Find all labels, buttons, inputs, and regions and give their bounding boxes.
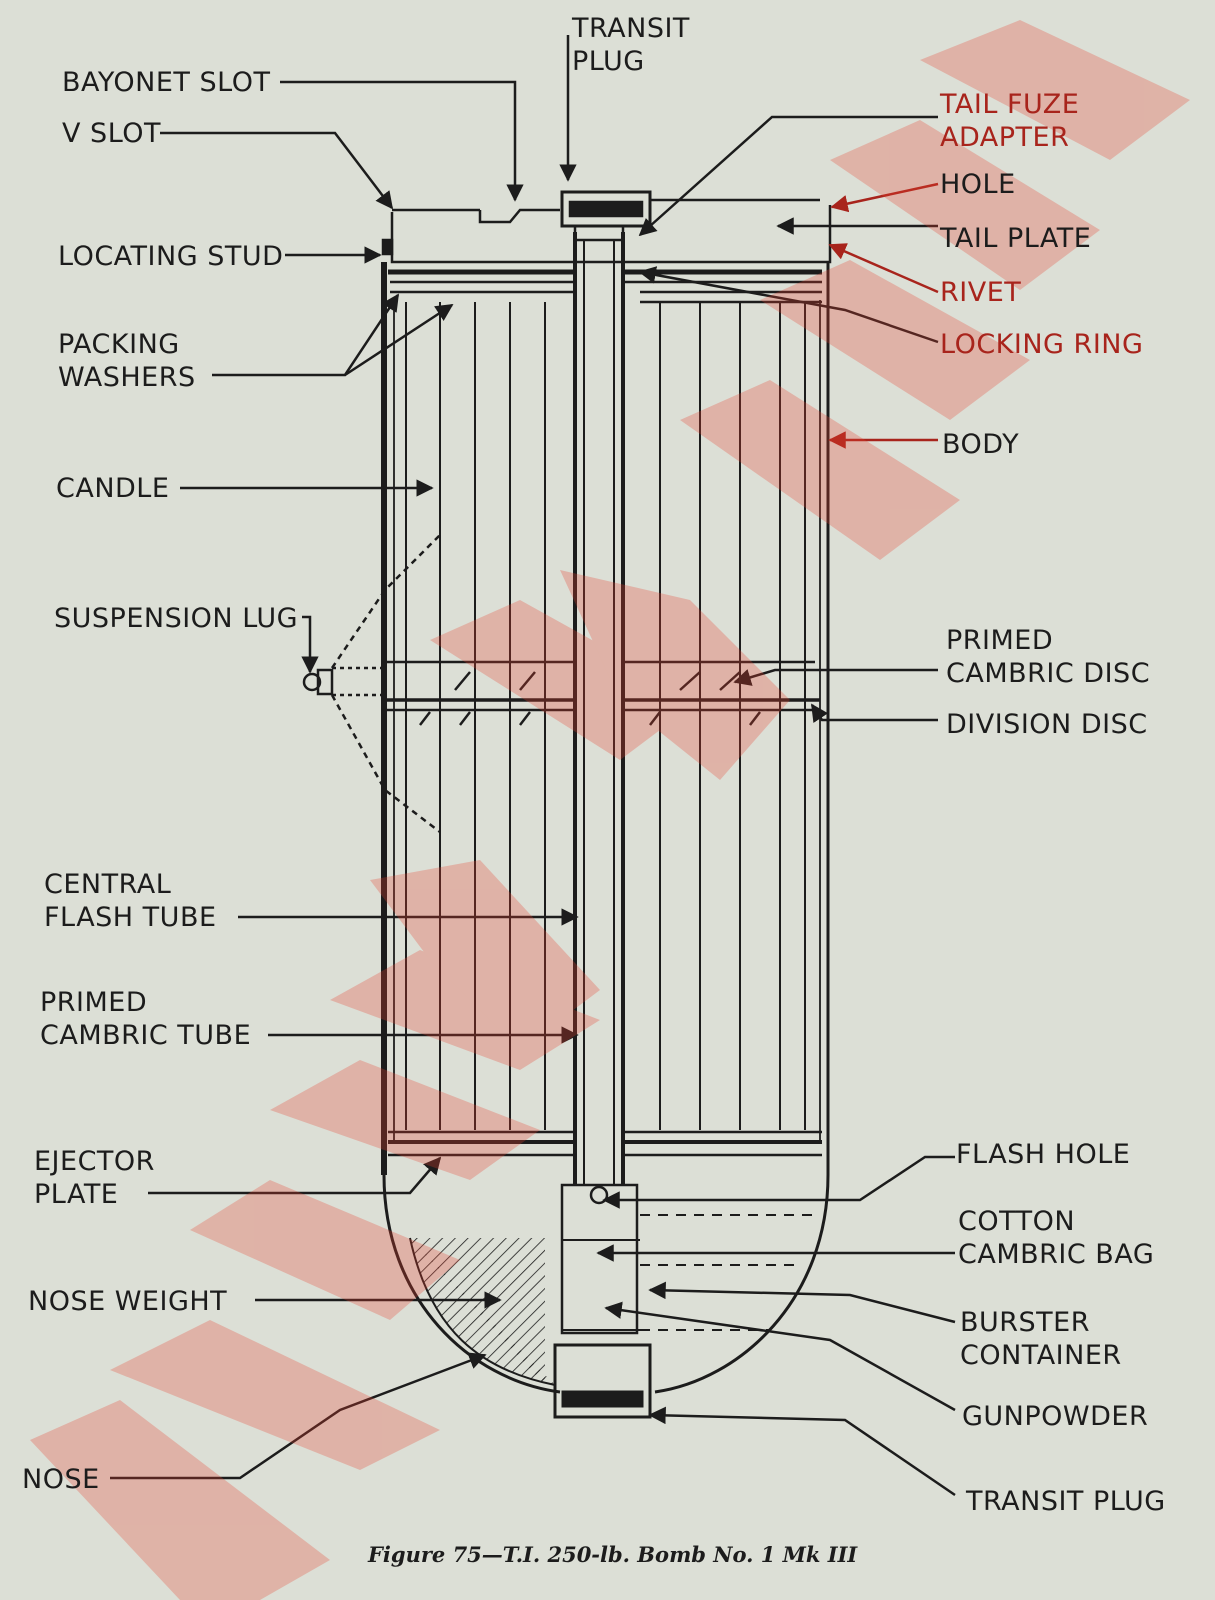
label-line: BURSTER <box>960 1307 1090 1338</box>
label-bayonet-slot: BAYONET SLOT <box>62 67 271 98</box>
nose-section <box>382 1174 830 1419</box>
label-rivet: RIVET <box>940 277 1022 308</box>
leader-lines <box>110 35 579 1480</box>
central-flash-tube <box>573 224 625 1185</box>
label-line: CAMBRIC BAG <box>958 1239 1155 1270</box>
label-central-flash-tube: CENTRAL FLASH TUBE <box>44 868 217 934</box>
label-cotton-cambric-bag: COTTON CAMBRIC BAG <box>958 1205 1154 1271</box>
label-line: EJECTOR <box>34 1146 155 1177</box>
label-locking-ring: LOCKING RING <box>940 329 1144 360</box>
label-gunpowder: GUNPOWDER <box>962 1401 1149 1432</box>
label-locating-stud: LOCATING STUD <box>58 241 284 272</box>
label-tail-fuze-adapter: TAIL FUZE ADAPTER <box>940 88 1079 154</box>
label-nose: NOSE <box>22 1464 100 1495</box>
label-transit-plug-top: TRANSIT PLUG <box>572 12 690 78</box>
label-line: ADAPTER <box>940 122 1070 153</box>
label-line: CAMBRIC TUBE <box>40 1020 252 1051</box>
figure-caption: Figure 75—T.I. 250-lb. Bomb No. 1 Mk III <box>368 1542 858 1567</box>
label-ejector-plate: EJECTOR PLATE <box>34 1145 155 1211</box>
body-wall <box>381 262 830 1175</box>
candles <box>405 302 806 1130</box>
ejector-plate <box>388 1130 822 1157</box>
label-line: CAMBRIC DISC <box>946 658 1151 689</box>
label-primed-cambric-disc: PRIMED CAMBRIC DISC <box>946 624 1150 690</box>
label-nose-weight: NOSE WEIGHT <box>28 1286 228 1317</box>
label-v-slot: V SLOT <box>62 118 162 149</box>
label-line: COTTON <box>958 1206 1076 1237</box>
label-flash-hole: FLASH HOLE <box>956 1139 1131 1170</box>
label-line: PLATE <box>34 1179 119 1210</box>
label-line: CENTRAL <box>44 869 172 900</box>
label-line: PACKING <box>58 329 180 360</box>
suspension-lug <box>302 534 441 833</box>
label-candle: CANDLE <box>56 473 170 504</box>
label-line: FLASH TUBE <box>44 902 217 933</box>
label-suspension-lug: SUSPENSION LUG <box>54 603 299 634</box>
label-line: PRIMED <box>40 987 148 1018</box>
label-transit-plug-bottom: TRANSIT PLUG <box>966 1486 1166 1517</box>
label-body: BODY <box>942 429 1020 460</box>
label-line: CONTAINER <box>960 1340 1122 1371</box>
label-packing-washers: PACKING WASHERS <box>58 328 196 394</box>
label-tail-plate: TAIL PLATE <box>940 223 1092 254</box>
division-disc <box>386 660 820 726</box>
packing-washers <box>388 269 822 304</box>
leader-lines-right <box>596 115 956 1497</box>
label-hole: HOLE <box>940 169 1016 200</box>
label-line: PLUG <box>572 46 645 77</box>
label-division-disc: DIVISION DISC <box>946 709 1148 740</box>
label-line: TRANSIT <box>572 13 690 44</box>
label-burster-container: BURSTER CONTAINER <box>960 1306 1122 1372</box>
label-primed-cambric-tube: PRIMED CAMBRIC TUBE <box>40 986 251 1052</box>
label-line: WASHERS <box>58 362 196 393</box>
label-line: PRIMED <box>946 625 1054 656</box>
label-line: TAIL FUZE <box>940 89 1080 120</box>
